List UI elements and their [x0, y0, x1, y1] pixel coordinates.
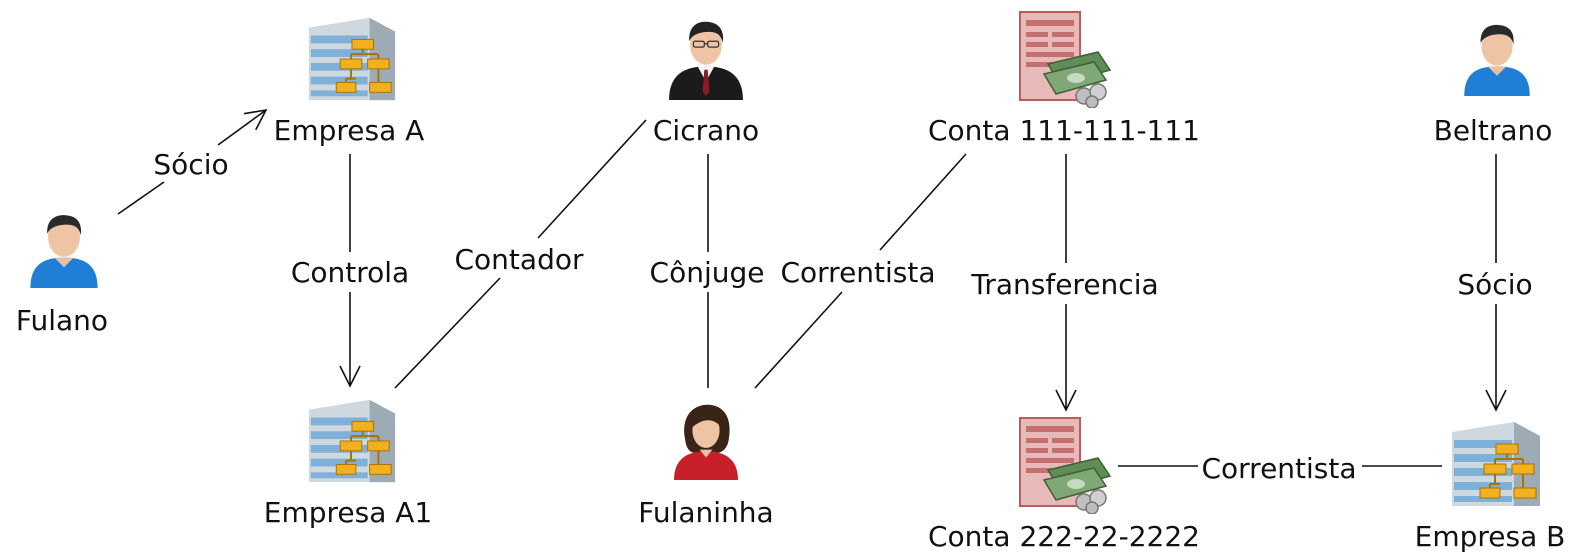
node-label-fulano: Fulano [16, 304, 108, 337]
edge-cicrano-contador-a1: Contador [394, 119, 647, 389]
node-conta-222[interactable]: Conta 222-22-2222 [928, 417, 1200, 553]
edge-label-transferencia: Transferencia [970, 268, 1158, 301]
edge-beltrano-socio-empresa-b: Sócio [1457, 154, 1533, 412]
node-label-empresa-b: Empresa B [1415, 520, 1566, 553]
building-icon [307, 16, 397, 102]
edge-label-controla: Controla [291, 256, 409, 289]
node-label-conta-222: Conta 222-22-2222 [928, 520, 1200, 553]
edge-empresa-a-controla-a1: Controla [291, 154, 409, 388]
edge-label-correntista-1: Correntista [780, 256, 935, 289]
edge-conta111-correntista-fulaninha: Correntista [754, 153, 967, 389]
node-beltrano[interactable]: Beltrano [1434, 24, 1553, 147]
edge-label-socio-2: Sócio [1457, 268, 1532, 301]
node-empresa-a1[interactable]: Empresa A1 [264, 398, 432, 529]
person-icon [1464, 24, 1530, 96]
node-label-empresa-a: Empresa A [274, 114, 425, 147]
node-cicrano[interactable]: Cicrano [653, 21, 759, 147]
node-label-beltrano: Beltrano [1434, 114, 1553, 147]
edge-line [394, 277, 501, 389]
edge-cicrano-conjuge-fulaninha: Cônjuge [650, 154, 765, 388]
edge-line [754, 291, 843, 389]
node-empresa-a[interactable]: Empresa A [274, 16, 425, 147]
node-fulano[interactable]: Fulano [16, 215, 108, 337]
edge-conta111-transferencia-conta222: Transferencia [970, 154, 1159, 412]
node-label-conta-111: Conta 111-111-111 [928, 114, 1200, 147]
edge-line [217, 108, 268, 146]
bank-account-icon [1019, 417, 1111, 514]
businessman-icon [668, 21, 744, 101]
node-conta-111[interactable]: Conta 111-111-111 [928, 11, 1200, 147]
edge-line [117, 181, 165, 215]
node-label-cicrano: Cicrano [653, 114, 759, 147]
person-icon [30, 215, 98, 288]
edge-conta222-correntista-empresa-b: Correntista [1118, 452, 1442, 485]
edge-line [879, 153, 967, 251]
node-label-fulaninha: Fulaninha [638, 496, 773, 529]
edge-label-socio-1: Sócio [153, 148, 228, 181]
bank-account-icon [1019, 11, 1111, 108]
edge-label-correntista-2: Correntista [1201, 452, 1356, 485]
node-label-empresa-a1: Empresa A1 [264, 496, 432, 529]
person-female-icon [674, 404, 738, 480]
edge-line [537, 119, 647, 239]
building-icon [307, 398, 397, 484]
building-icon [1451, 421, 1541, 507]
edge-label-conjuge: Cônjuge [650, 256, 765, 289]
node-empresa-b[interactable]: Empresa B [1415, 421, 1566, 553]
edge-label-contador: Contador [455, 243, 584, 276]
node-fulaninha[interactable]: Fulaninha [638, 404, 774, 529]
edge-fulano-empresa-a: Sócio [117, 108, 268, 215]
